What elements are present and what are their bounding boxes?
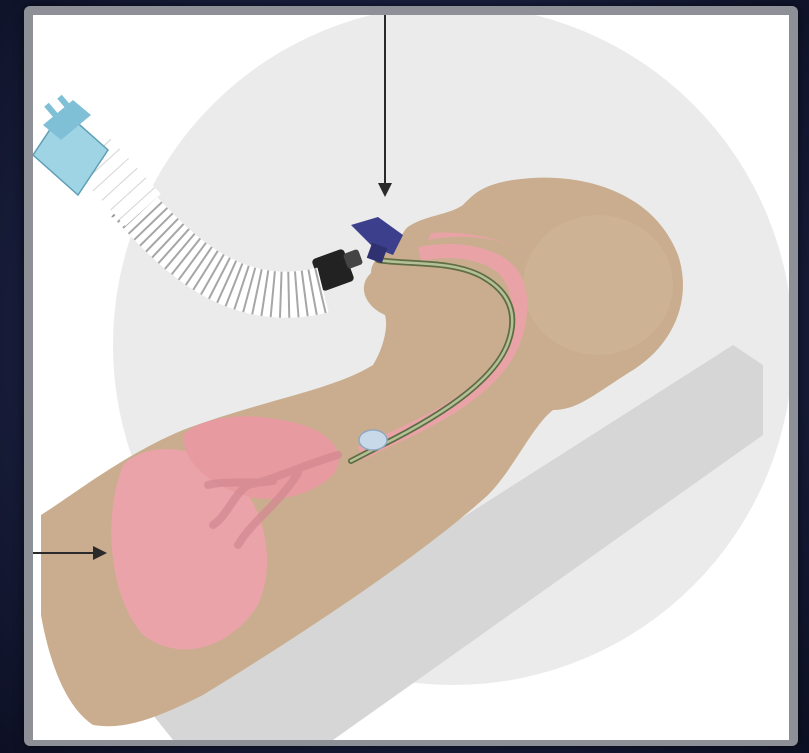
cuff-icon: [359, 430, 387, 450]
intubation-illustration: [33, 15, 789, 740]
head-shading: [523, 215, 673, 355]
intubation-diagram: [33, 15, 789, 740]
